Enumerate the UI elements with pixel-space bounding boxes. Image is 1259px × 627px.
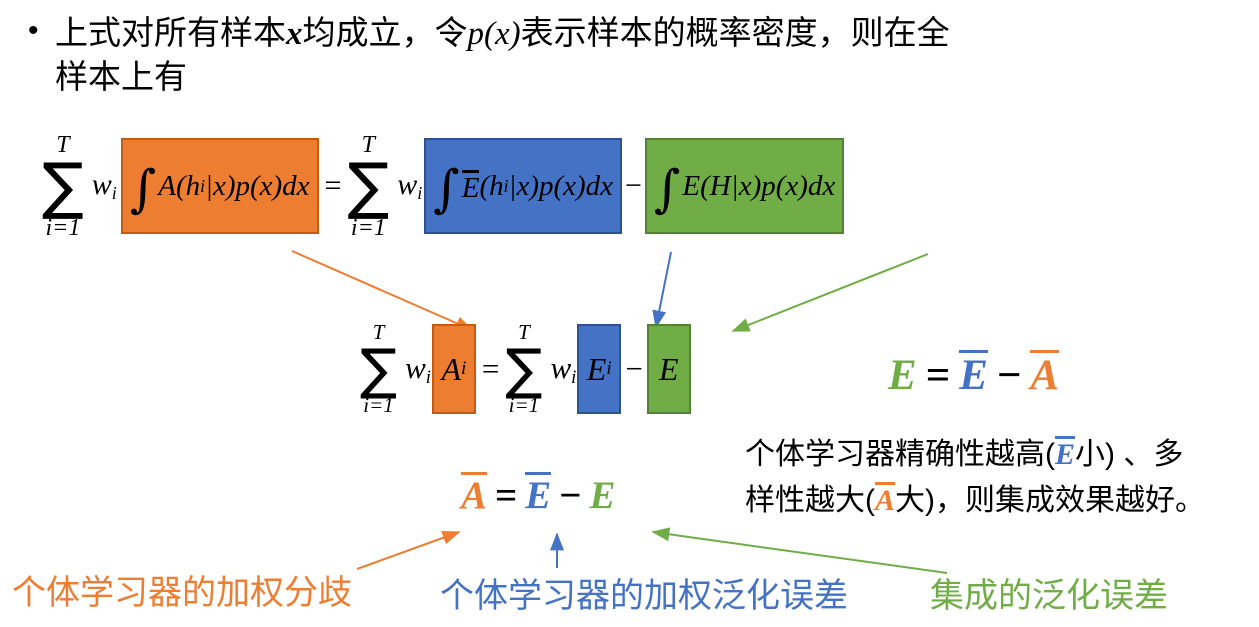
note-text-seg: 个体学习器精确性越高( (745, 438, 1055, 471)
arrow-orange-label-to-abar (356, 531, 461, 570)
weight-term: wi (550, 350, 576, 389)
label-ensemble-generalization-error: 集成的泛化误差 (930, 577, 1168, 615)
weight-term: wi (405, 350, 431, 389)
note-text-seg: 大)，则集成效果越好。 (895, 483, 1206, 517)
sigma-symbol: ∑ (347, 149, 390, 222)
mean-ambiguity-symbol: A (1030, 350, 1060, 399)
ensemble-error-symbol: E (888, 352, 917, 399)
equation-ambiguity-decomposition: A=E−E (461, 472, 616, 518)
arrow-green-box-to-e (731, 253, 929, 332)
sum-upper-limit: T (361, 132, 376, 158)
summation-4: T ∑ i=1 (505, 322, 542, 416)
minus-sign: − (625, 169, 642, 203)
sum-lower-limit: i=1 (350, 214, 386, 241)
term-text: A (441, 350, 462, 387)
mean-ambiguity-symbol: A (461, 472, 488, 517)
label-weighted-generalization-error: 个体学习器的加权泛化误差 (440, 577, 848, 615)
minus-sign: − (996, 352, 1022, 399)
term-text: (h (479, 169, 504, 202)
minus-sign: − (625, 351, 643, 387)
mean-error-symbol: E (525, 472, 552, 517)
term-text: E(H|x)p(x)dx (682, 169, 836, 202)
arrow-orange-box-to-ai (291, 250, 474, 331)
arrow-blue-box-to-ei (652, 251, 672, 329)
sum-lower-limit: i=1 (508, 393, 540, 418)
label-weighted-ambiguity: 个体学习器的加权分歧 (12, 574, 352, 612)
term-subscript: i (606, 358, 612, 380)
sum-lower-limit: i=1 (363, 393, 394, 418)
sum-upper-limit: T (372, 320, 385, 344)
weight-term: wi (397, 168, 422, 204)
w: w (550, 349, 572, 385)
term-text: |x)p(x)dx (204, 169, 310, 202)
note-text-seg: 小) 、多 (1075, 438, 1184, 471)
conclusion-note: 个体学习器精确性越高(E小) 、多 样性越大(A大)，则集成效果越好。 (745, 432, 1259, 523)
sum-upper-limit: T (56, 132, 70, 158)
summation-1: T ∑ i=1 (42, 133, 84, 240)
bullet-text-seg: 样本上有 (55, 57, 187, 95)
arrow-green-label-to-e (651, 527, 948, 574)
w: w (91, 168, 112, 202)
mean-error-symbol: E (1055, 436, 1076, 471)
term-text: E (659, 350, 679, 387)
summation-3: T ∑ i=1 (360, 322, 397, 416)
bullet-text-seg: 表示样本的概率密度，则在全 (520, 14, 950, 51)
w-subscript: i (425, 366, 431, 388)
math-x: x (286, 16, 303, 52)
green-highlight-ensemble-error-e: E (646, 324, 691, 415)
math-px: p(x) (467, 16, 521, 52)
equals-sign: = (324, 169, 342, 203)
term-subscript: i (503, 175, 509, 196)
weight-term: wi (92, 168, 117, 204)
mean-ambiguity-symbol: A (875, 481, 896, 517)
mean-error-symbol: E (959, 350, 988, 399)
green-highlight-ensemble-error-integral: ∫E(H|x)p(x)dx (644, 138, 845, 235)
w: w (397, 168, 418, 202)
w: w (405, 349, 426, 385)
ensemble-error-symbol: E (589, 474, 616, 517)
equals-sign: = (481, 351, 500, 387)
bullet-text-seg: 均成立，令 (302, 14, 468, 51)
equation-e-decomposition: E=E−A (888, 350, 1060, 400)
term-subscript: i (461, 358, 467, 380)
bullet-text-seg: 上式对所有样本 (55, 14, 286, 51)
term-text: A(h (158, 169, 201, 202)
term-subscript: i (200, 175, 205, 196)
term-text: |x)p(x)dx (508, 169, 614, 202)
sum-lower-limit: i=1 (45, 214, 81, 241)
e-bar: E (461, 169, 480, 204)
summation-2: T ∑ i=1 (347, 133, 389, 240)
note-text-seg: 样性越大( (745, 483, 875, 517)
w-subscript: i (111, 183, 117, 204)
w-subscript: i (417, 183, 423, 204)
bullet-paragraph: • 上式对所有样本x均成立，令p(x)表示样本的概率密度，则在全样本上有 (28, 12, 1233, 97)
minus-sign: − (559, 474, 582, 517)
sum-upper-limit: T (518, 320, 530, 344)
sigma-symbol: ∑ (505, 337, 543, 401)
term-text: E (586, 350, 607, 387)
equals-sign: = (925, 352, 951, 399)
w-subscript: i (571, 366, 577, 388)
bullet-icon: • (28, 14, 39, 47)
bullet-text: 上式对所有样本x均成立，令p(x)表示样本的概率密度，则在全样本上有 (28, 12, 1233, 97)
equals-sign: = (495, 474, 518, 517)
sigma-symbol: ∑ (360, 337, 398, 401)
sigma-symbol: ∑ (42, 149, 84, 222)
